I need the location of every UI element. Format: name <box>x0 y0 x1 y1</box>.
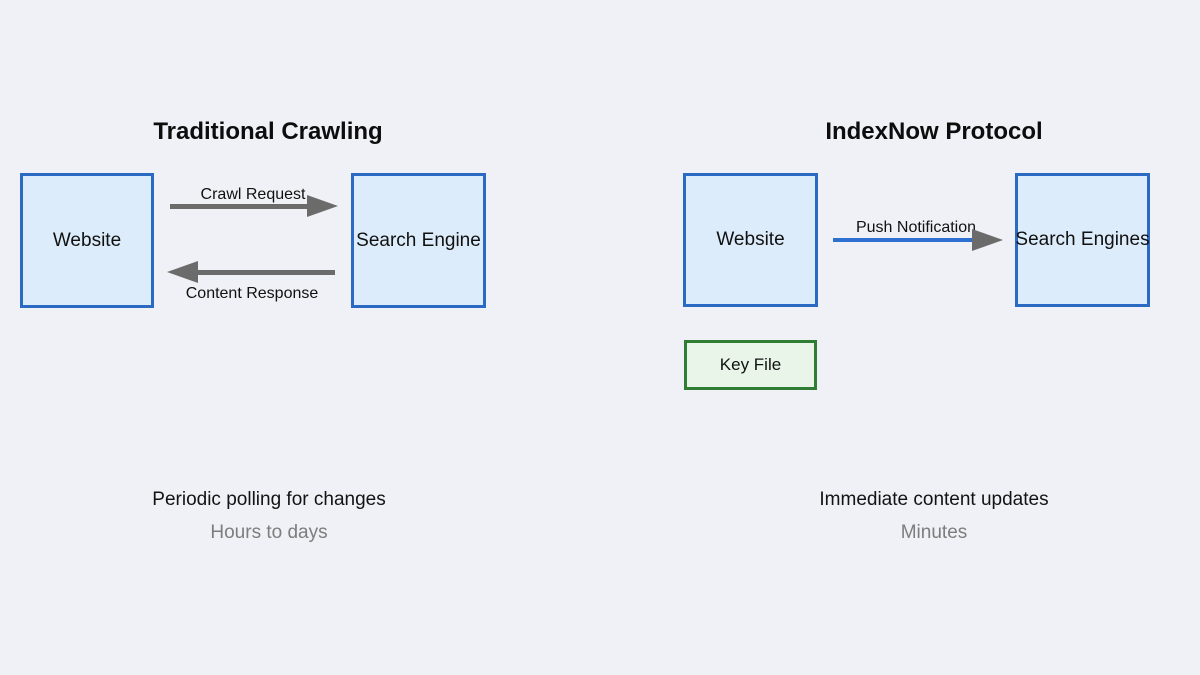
content-response-arrowhead-icon <box>167 261 198 283</box>
right-search-engines-box-label: Search Engines <box>1015 229 1150 250</box>
left-subcaption: Hours to days <box>210 522 328 543</box>
left-search-engine-box-label: Search Engine <box>356 229 481 251</box>
right-website-box: Website <box>683 173 818 307</box>
push-notification-arrowhead-icon <box>972 229 1003 251</box>
right-search-engines-box: Search Engines <box>1015 173 1150 307</box>
push-notification-label: Push Notification <box>855 219 977 236</box>
right-subcaption: Minutes <box>900 522 968 543</box>
key-file-box: Key File <box>684 340 817 390</box>
left-search-engine-box: Search Engine <box>351 173 486 308</box>
crawl-request-arrow-line <box>170 204 310 209</box>
left-website-box-label: Website <box>52 229 122 251</box>
content-response-arrow-line <box>196 270 335 275</box>
right-website-box-label: Website <box>716 229 785 250</box>
left-caption: Periodic polling for changes <box>152 489 386 510</box>
left-website-box: Website <box>20 173 154 308</box>
push-notification-arrow-line <box>833 238 978 242</box>
right-caption: Immediate content updates <box>819 489 1049 510</box>
crawl-request-arrowhead-icon <box>307 195 338 217</box>
crawl-request-label: Crawl Request <box>200 186 306 203</box>
traditional-crawling-title: Traditional Crawling <box>153 118 383 145</box>
content-response-label: Content Response <box>185 285 319 302</box>
indexnow-protocol-title: IndexNow Protocol <box>825 118 1043 145</box>
key-file-box-label: Key File <box>719 355 782 374</box>
